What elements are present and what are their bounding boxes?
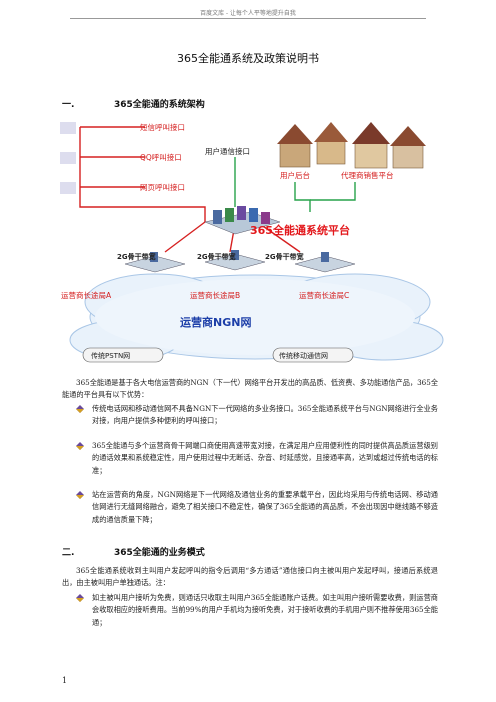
- note-item: 如主被叫用户接听为免费，则通话只收取主叫用户365全能通账户话费。如主叫用户接听…: [62, 592, 438, 629]
- backbone-label-a: 2G骨干带宽: [117, 252, 156, 261]
- web-interface-label: 网页呼叫接口: [140, 182, 185, 192]
- architecture-diagram: 短信呼叫接口 QQ呼叫接口 网页呼叫接口 用户通信接口 用户后台 代理商销售平台…: [60, 122, 444, 363]
- pstn-label: 传统PSTN网: [91, 351, 130, 360]
- carrier-label-b: 运营商长途局B: [190, 290, 240, 300]
- business-model-paragraph: 365全能通系统收到主叫用户发起呼叫的指令后调用“多方通话”通信接口向主被叫用户…: [62, 566, 438, 588]
- bullet-icon: [76, 442, 84, 450]
- carrier-label-c: 运营商长途局C: [299, 290, 349, 300]
- platform-name-label: 365全能通系统平台: [250, 223, 350, 237]
- qq-interface-label: QQ呼叫接口: [140, 152, 182, 162]
- ngn-label: 运营商NGN网: [180, 315, 251, 329]
- page-number: 1: [62, 676, 68, 685]
- section-heading-text: 365全能通的系统架构: [114, 100, 205, 110]
- bullet-icon: [76, 491, 84, 499]
- bullet-icon: [76, 594, 84, 602]
- user-comm-interface-label: 用户通信接口: [205, 146, 250, 156]
- platform-server-icons: [204, 206, 281, 235]
- page-header: 百度文库 - 让每个人平等地提升自我: [200, 10, 296, 17]
- section-heading-2: 二. 365全能通的业务模式: [62, 545, 205, 558]
- advantage-item: 站在运营商的角度，NGN网络是下一代网络及通信业务的重要承载平台，因此均采用与传…: [62, 489, 438, 526]
- bullet-icon: [76, 405, 84, 413]
- terminal-icons: [60, 122, 76, 194]
- user-backend-label: 用户后台: [280, 170, 310, 180]
- user-house-icons: [277, 122, 426, 169]
- backbone-label-b: 2G骨干带宽: [197, 252, 236, 261]
- section-number: 一.: [62, 100, 75, 110]
- section-heading-1: 一. 365全能通的系统架构: [62, 97, 205, 110]
- carrier-switch-icons: [124, 250, 356, 273]
- advantage-item: 365全能通与多个运营商骨干网端口商使用高速带宽对接，在满足用户应用便利性的同时…: [62, 440, 438, 477]
- agent-platform-label: 代理商销售平台: [341, 170, 394, 180]
- mobile-label: 传统移动通信网: [279, 351, 328, 360]
- backbone-label-c: 2G骨干带宽: [265, 252, 304, 261]
- sms-interface-label: 短信呼叫接口: [140, 122, 185, 132]
- intro-paragraph: 365全能通是基于各大电信运营商的NGN（下一代）网络平台开发出的高品质、低资费…: [62, 378, 439, 400]
- header-divider: [70, 18, 426, 19]
- section-heading-text: 365全能通的业务模式: [114, 548, 205, 558]
- carrier-label-a: 运营商长途局A: [61, 290, 112, 300]
- advantage-item: 传统电话网和移动通信网不具备NGN下一代网络的多业务接口。365全能通系统平台与…: [62, 403, 438, 428]
- user-lines: [234, 157, 356, 212]
- document-title: 365全能通系统及政策说明书: [177, 52, 319, 65]
- section-number: 二.: [62, 548, 75, 558]
